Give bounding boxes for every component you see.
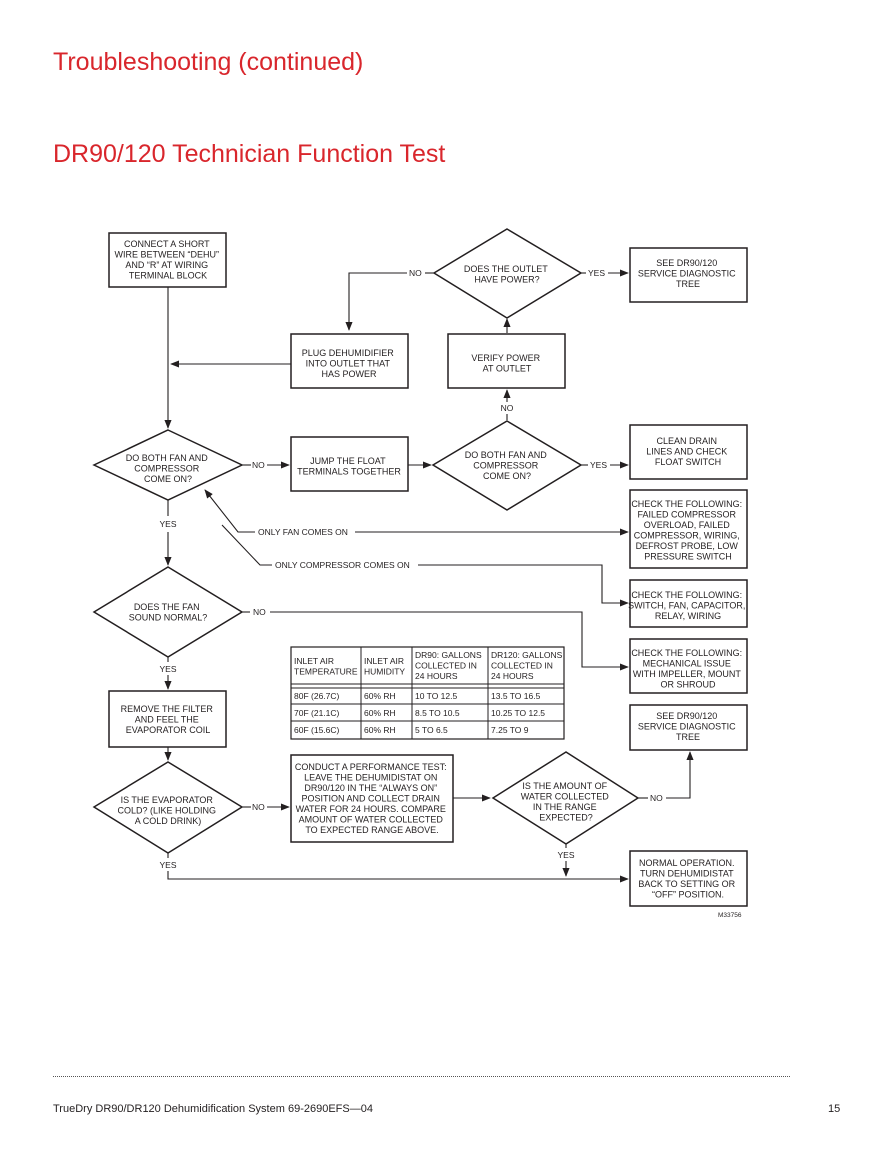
svg-text:5 TO 6.5: 5 TO 6.5: [415, 725, 448, 735]
label-no-decision2: NO: [501, 403, 514, 413]
check-compressor-text: CHECK THE FOLLOWING: FAILED COMPRESSOR O…: [631, 499, 744, 562]
verify-power-box: [447, 333, 566, 389]
performance-test-text: CONDUCT A PERFORMANCE TEST: LEAVE THE DE…: [295, 762, 449, 835]
label-only-compressor: ONLY COMPRESSOR COMES ON: [275, 560, 410, 570]
plug-in-text: PLUG DEHUMIDIFIER INTO OUTLET THAT HAS P…: [302, 348, 397, 379]
clean-drain-box: [629, 424, 748, 480]
plug-in-box: [290, 333, 409, 389]
figure-id: M33756: [718, 912, 742, 919]
fan-compressor-diamond-2: [431, 420, 583, 511]
fan-compressor-1-text: DO BOTH FAN AND COMPRESSOR COME ON?: [126, 453, 211, 484]
fan-sound-text: DOES THE FAN SOUND NORMAL?: [129, 602, 208, 623]
label-no-decision1: NO: [252, 460, 265, 470]
label-no-decision3: NO: [253, 607, 266, 617]
table-header-temperature: INLET AIR TEMPERATURE: [294, 656, 358, 677]
svg-text:60% RH: 60% RH: [364, 708, 396, 718]
see-tree-1-text: SEE DR90/120 SERVICE DIAGNOSTIC TREE: [638, 258, 738, 289]
svg-text:7.25 TO 9: 7.25 TO 9: [491, 725, 529, 735]
evaporator-cold-diamond: [92, 761, 244, 854]
evaporator-cold-text: IS THE EVAPORATOR COLD? (LIKE HOLDING A …: [117, 795, 218, 826]
label-yes-decision2: YES: [590, 460, 607, 470]
label-no-decision4: NO: [252, 802, 265, 812]
fan-compressor-diamond-1: [92, 429, 244, 501]
jump-float-box: [290, 436, 409, 492]
water-range-text: IS THE AMOUNT OF WATER COLLECTED IN THE …: [521, 781, 612, 823]
svg-text:10 TO 12.5: 10 TO 12.5: [415, 691, 457, 701]
check-switch-text: CHECK THE FOLLOWING: SWITCH, FAN, CAPACI…: [628, 590, 748, 621]
remove-filter-text: REMOVE THE FILTER AND FEEL THE EVAPORATO…: [121, 704, 216, 735]
svg-text:13.5 TO 16.5: 13.5 TO 16.5: [491, 691, 541, 701]
see-tree-box-1: [629, 247, 748, 303]
check-mechanical-text: CHECK THE FOLLOWING: MECHANICAL ISSUE WI…: [631, 648, 744, 690]
table-row: 60F (15.6C) 60% RH 5 TO 6.5 7.25 TO 9: [294, 725, 529, 735]
footer-divider: [53, 1076, 790, 1077]
label-no-decision5: NO: [650, 793, 663, 803]
shapes: [92, 228, 748, 907]
check-mechanical-box: [629, 638, 748, 694]
label-yes-decision3: YES: [159, 664, 176, 674]
normal-operation-text: NORMAL OPERATION. TURN DEHUMIDISTAT BACK…: [638, 858, 737, 900]
label-yes-decision4: YES: [159, 860, 176, 870]
line-outlet-no: [345, 272, 407, 331]
table-header-dr120: DR120: GALLONS COLLECTED IN 24 HOURS: [491, 650, 565, 681]
svg-text:10.25 TO 12.5: 10.25 TO 12.5: [491, 708, 545, 718]
section-title: DR90/120 Technician Function Test: [53, 140, 446, 168]
clean-drain-text: CLEAN DRAIN LINES AND CHECK FLOAT SWITCH: [646, 436, 730, 467]
outlet-power-diamond: [432, 228, 583, 319]
verify-power-text: VERIFY POWER AT OUTLET: [471, 353, 542, 374]
fan-sound-diamond: [92, 566, 244, 658]
connectors: [164, 269, 694, 883]
page-title: Troubleshooting (continued): [53, 48, 364, 76]
branch-labels: NO YES NO NO YES ONLY FAN COMES ON ONLY …: [159, 268, 741, 919]
shape-labels: CONNECT A SHORT WIRE BETWEEN “DEHU” AND …: [114, 239, 748, 900]
svg-text:70F (21.1C): 70F (21.1C): [294, 708, 340, 718]
label-yes-decision1: YES: [159, 519, 176, 529]
table-row: 80F (26.7C) 60% RH 10 TO 12.5 13.5 TO 16…: [294, 691, 541, 701]
outlet-power-text: DOES THE OUTLET HAVE POWER?: [464, 264, 550, 285]
label-no-outlet: NO: [409, 268, 422, 278]
svg-text:8.5 TO 10.5: 8.5 TO 10.5: [415, 708, 460, 718]
label-yes-outlet: YES: [588, 268, 605, 278]
check-switch-box: [629, 579, 748, 628]
label-only-fan: ONLY FAN COMES ON: [258, 527, 348, 537]
label-yes-decision5: YES: [557, 850, 574, 860]
svg-text:60F (15.6C): 60F (15.6C): [294, 725, 340, 735]
svg-text:60% RH: 60% RH: [364, 725, 396, 735]
table-header-humidity: INLET AIR HUMIDITY: [364, 656, 406, 677]
line-only-fan: [204, 489, 255, 533]
page-number: 15: [828, 1103, 841, 1115]
water-collection-table: INLET AIR TEMPERATURE INLET AIR HUMIDITY…: [290, 646, 565, 740]
table-header-dr90: DR90: GALLONS COLLECTED IN 24 HOURS: [415, 650, 484, 681]
svg-text:80F (26.7C): 80F (26.7C): [294, 691, 340, 701]
check-compressor-box: [629, 489, 748, 569]
see-tree-2-text: SEE DR90/120 SERVICE DIAGNOSTIC TREE: [638, 711, 738, 742]
normal-operation-box: [629, 850, 748, 907]
fan-compressor-2-text: DO BOTH FAN AND COMPRESSOR COME ON?: [465, 450, 550, 481]
jump-float-text: JUMP THE FLOAT TERMINALS TOGETHER: [297, 456, 401, 477]
connect-wire-text: CONNECT A SHORT WIRE BETWEEN “DEHU” AND …: [114, 239, 221, 281]
table-row: 70F (21.1C) 60% RH 8.5 TO 10.5 10.25 TO …: [294, 708, 545, 718]
remove-filter-box: [108, 690, 227, 748]
svg-text:60% RH: 60% RH: [364, 691, 396, 701]
see-tree-box-2: [629, 704, 748, 751]
footer-document-id: TrueDry DR90/DR120 Dehumidification Syst…: [53, 1103, 373, 1115]
performance-test-box: [290, 754, 454, 843]
water-range-diamond: [491, 751, 640, 845]
line-only-compressor: [221, 524, 272, 566]
connect-wire-box: [108, 232, 227, 288]
